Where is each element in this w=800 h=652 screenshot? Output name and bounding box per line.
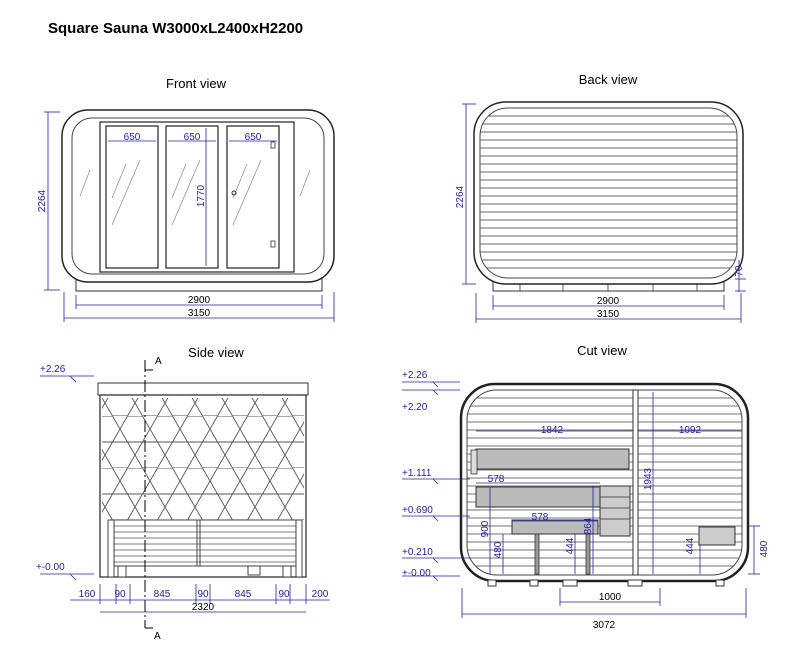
side-level-markers [40,375,94,581]
dim-cut-444-b: 444 [685,537,696,554]
side-level-top: +2.26 [40,364,66,375]
cut-steps [599,485,631,537]
dim-side-845-b: 845 [235,589,252,600]
dim-door-width-3: 650 [245,132,262,143]
cut-partition-wall [632,389,639,576]
side-view: Side view A A +2.26 +-0.00 [36,345,330,642]
back-shell-inner [479,107,738,279]
back-view: Back view 2264 70 2900 3150 [455,72,746,323]
section-mark-top: A [155,356,162,367]
drawing-title: Square Sauna W3000xL2400xH2200 [48,20,304,37]
cut-level-0690: +0.690 [402,505,433,516]
front-door-2 [165,125,219,269]
cut-stove [470,449,478,475]
back-shell-outer [473,101,744,285]
cut-dimension-lines [461,392,760,618]
dim-side-90-c: 90 [278,589,290,600]
front-door-3 [226,125,280,269]
dim-cut-total: 3072 [593,620,616,631]
cut-view-title: Cut view [577,343,627,358]
cut-level-220: +2.20 [402,402,428,413]
front-door-1 [105,125,159,269]
dim-door-width-2: 650 [184,132,201,143]
side-view-title: Side view [188,345,244,360]
back-horizontal-boards [480,115,737,269]
cut-level-226: +2.26 [402,370,428,381]
dim-back-outer-width: 3150 [597,309,620,320]
cut-middle-bench [475,486,601,508]
dim-front-inner-width: 2900 [188,295,211,306]
dim-side-200: 200 [312,589,329,600]
cut-lower-bench [511,519,599,535]
dim-side-160: 160 [79,589,96,600]
dim-door-height: 1770 [196,184,207,207]
cut-view: Cut view +2.26 +2.20 +1.111 +0.690 + [402,343,770,631]
dim-cut-1000: 1000 [599,592,622,603]
dim-side-90-b: 90 [197,589,209,600]
door-handle-icon [231,190,237,196]
dim-side-total: 2320 [192,602,215,613]
front-view: Front view 650 650 650 1770 2264 2900 3 [37,76,335,322]
door-hinge-icon [270,240,276,248]
front-glass-panel [99,121,295,273]
dim-cut-444-a: 444 [565,537,576,554]
cut-bench-support [534,533,540,575]
dim-back-base: 70 [734,265,745,277]
dim-back-inner-width: 2900 [597,296,620,307]
section-line-a [144,360,153,629]
cut-level-zero: +-0.00 [402,568,431,579]
dim-side-90-a: 90 [114,589,126,600]
dim-cut-578-top: 578 [488,474,505,485]
dim-side-845-a: 845 [154,589,171,600]
dim-cut-578-mid: 578 [532,512,549,523]
dim-front-outer-width: 3150 [188,308,211,319]
side-lower-boards [114,525,296,563]
front-dimension-lines [44,111,335,322]
back-dimension-lines [462,103,746,323]
side-supports [107,519,303,578]
cut-level-markers [402,381,470,582]
side-roof-cap [97,382,309,396]
cut-shower-bench [698,526,736,546]
front-shell-outer [61,109,335,283]
cut-bench-support [585,533,591,575]
dim-cut-900: 900 [480,520,491,537]
glass-reflections [79,159,311,226]
side-lower-boards-area [113,519,297,567]
cut-upper-bench [475,448,630,470]
cut-level-1111: +1.111 [402,468,432,479]
side-dimension-lines [70,584,330,613]
dim-back-height: 2264 [455,185,466,208]
cut-shell-inner [466,389,743,576]
dim-cut-480-right: 480 [759,540,770,557]
side-level-zero: +-0.00 [36,562,65,573]
cut-level-0210: +0.210 [402,547,433,558]
side-shingle-area [102,398,304,520]
dim-cut-480-left: 480 [493,541,504,558]
cut-step-lines [600,496,630,520]
dim-cut-1943: 1943 [643,467,654,490]
back-view-title: Back view [579,72,638,87]
front-view-title: Front view [166,76,227,91]
dim-front-height: 2264 [37,189,48,212]
section-mark-bottom: A [154,631,161,642]
dim-cut-864: 864 [583,517,594,534]
door-hinge-icon [270,141,276,149]
cut-feet [487,579,725,587]
dim-cut-1842: 1842 [541,425,564,436]
dim-cut-1092: 1092 [679,425,702,436]
front-shell-inner [71,117,325,275]
dim-door-width-1: 650 [124,132,141,143]
